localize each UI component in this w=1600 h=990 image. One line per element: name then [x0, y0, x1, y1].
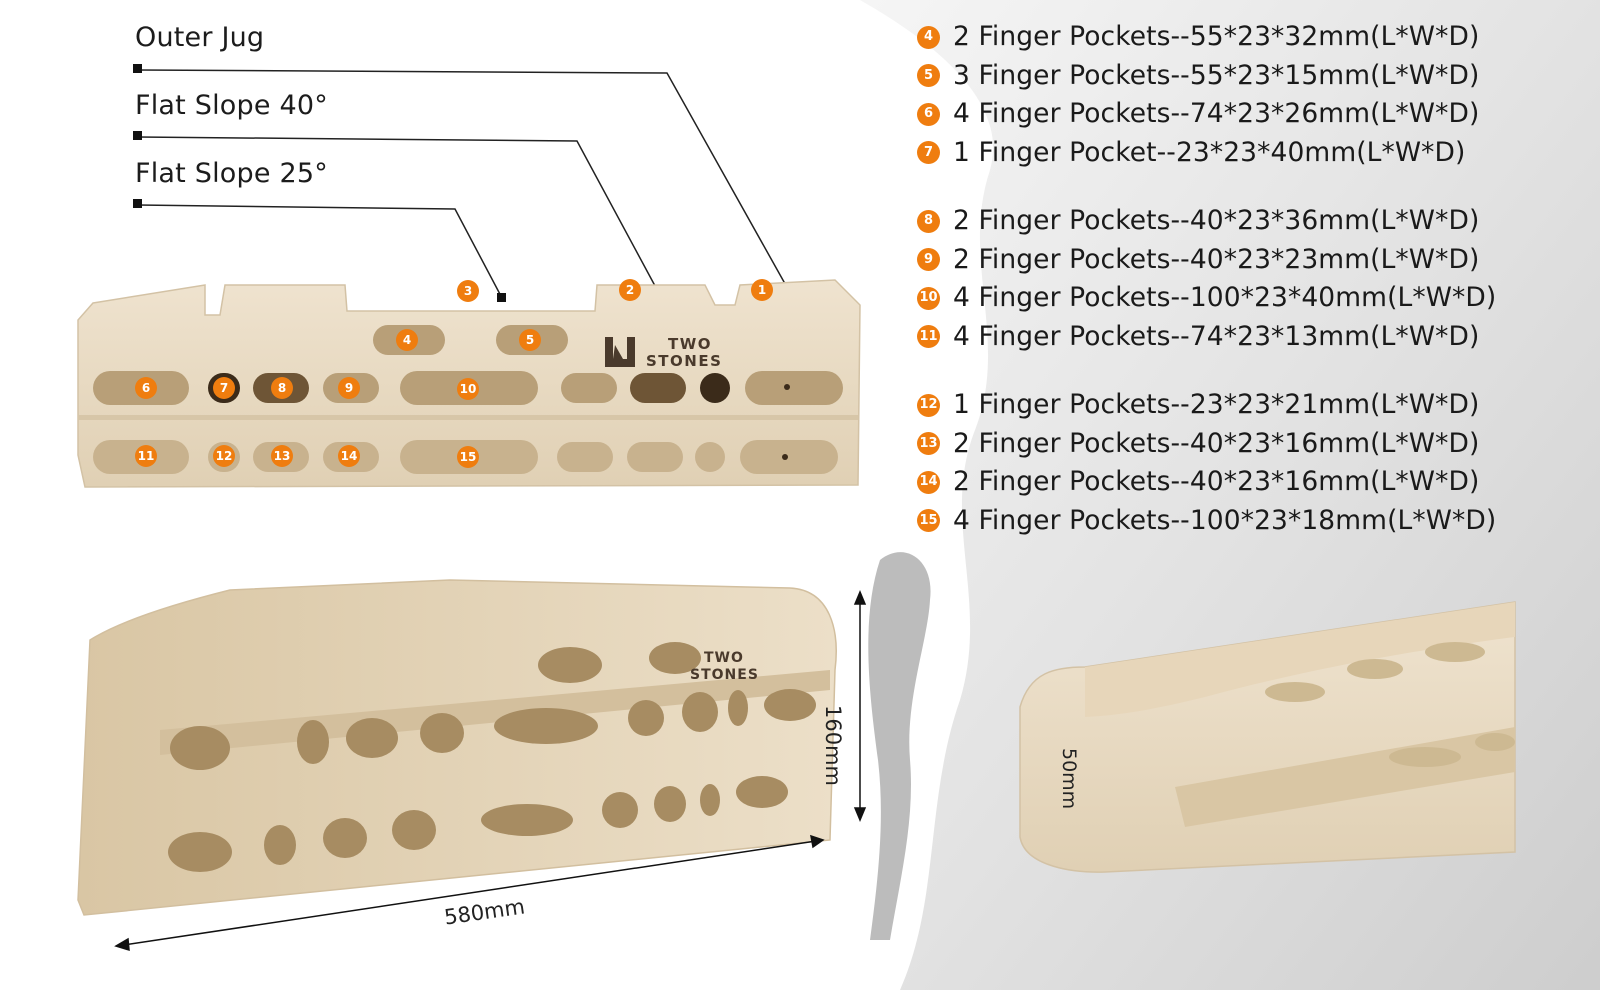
spec-number-badge: 6: [917, 102, 940, 126]
pocket-marker: 6: [135, 377, 157, 399]
dimension-height-label: 160mm: [821, 705, 845, 786]
spec-item: 11 4 Finger Pockets--74*23*13mm(L*W*D): [917, 318, 1597, 357]
spec-item: 6 4 Finger Pockets--74*23*26mm(L*W*D): [917, 95, 1597, 134]
pocket-marker: 9: [338, 377, 360, 399]
spec-item: 5 3 Finger Pockets--55*23*15mm(L*W*D): [917, 57, 1597, 96]
spec-item: 14 2 Finger Pockets--40*23*16mm(L*W*D): [917, 463, 1597, 502]
hangboard-side-view: [1019, 601, 1516, 873]
spec-text: 4 Finger Pockets--74*23*13mm(L*W*D): [953, 320, 1480, 352]
callout-outer-jug: Outer Jug: [135, 22, 265, 53]
pocket-marker: 2: [619, 279, 641, 301]
logo-text-angled: TWO STONES: [690, 650, 759, 684]
logo-line2: STONES: [646, 352, 723, 370]
spec-text: 2 Finger Pockets--40*23*23mm(L*W*D): [953, 243, 1480, 275]
spec-number-badge: 10: [917, 286, 940, 310]
spec-item: 10 4 Finger Pockets--100*23*40mm(L*W*D): [917, 279, 1597, 318]
spec-number-badge: 13: [917, 432, 940, 456]
dimension-depth-label: 50mm: [1058, 748, 1080, 810]
spec-number-badge: 5: [917, 64, 940, 88]
pocket-marker: 12: [213, 445, 235, 467]
hangboard-angled-view: [77, 579, 837, 916]
spec-number-badge: 12: [917, 393, 940, 417]
pocket-marker: 1: [751, 279, 773, 301]
spec-item: 4 2 Finger Pockets--55*23*32mm(L*W*D): [917, 18, 1597, 57]
pocket-marker: 11: [135, 445, 157, 467]
spec-text: 1 Finger Pockets--23*23*21mm(L*W*D): [953, 389, 1480, 420]
spec-item: 13 2 Finger Pockets--40*23*16mm(L*W*D): [917, 425, 1597, 464]
pocket-spec-list: 4 2 Finger Pockets--55*23*32mm(L*W*D) 5 3 F…: [917, 18, 1597, 540]
pocket-marker: 10: [457, 378, 479, 400]
spec-number-badge: 4: [917, 25, 940, 49]
spec-text: 4 Finger Pockets--74*23*26mm(L*W*D): [953, 98, 1480, 129]
spec-item: 7 1 Finger Pocket--23*23*40mm(L*W*D): [917, 134, 1597, 173]
callout-flat-slope-40: Flat Slope 40°: [135, 90, 328, 121]
logo-line1: TWO: [668, 335, 713, 353]
pocket-marker: 5: [519, 329, 541, 351]
spec-text: 4 Finger Pockets--100*23*40mm(L*W*D): [953, 282, 1497, 313]
pocket-marker: 4: [396, 329, 418, 351]
spec-number-badge: 8: [917, 209, 940, 233]
spec-text: 2 Finger Pockets--40*23*16mm(L*W*D): [953, 427, 1480, 459]
logo-line2-angled: STONES: [690, 667, 759, 683]
logo-text-front: TWO STONES: [646, 336, 722, 370]
spec-number-badge: 9: [917, 248, 940, 272]
spec-text: 4 Finger Pockets--100*23*18mm(L*W*D): [953, 504, 1497, 536]
pocket-marker: 3: [457, 280, 479, 302]
spec-text: 2 Finger Pockets--40*23*16mm(L*W*D): [953, 466, 1480, 497]
spec-number-badge: 15: [917, 509, 940, 533]
spec-item: 12 1 Finger Pockets--23*23*21mm(L*W*D): [917, 386, 1597, 425]
spec-text: 2 Finger Pockets--40*23*36mm(L*W*D): [953, 205, 1480, 236]
logo-line1-angled: TWO: [704, 650, 744, 666]
spec-item: 15 4 Finger Pockets--100*23*18mm(L*W*D): [917, 502, 1597, 541]
spec-item: 8 2 Finger Pockets--40*23*36mm(L*W*D): [917, 202, 1597, 241]
callout-flat-slope-25: Flat Slope 25°: [135, 158, 328, 189]
spec-item: 9 2 Finger Pockets--40*23*23mm(L*W*D): [917, 241, 1597, 280]
spec-text: 3 Finger Pockets--55*23*15mm(L*W*D): [953, 59, 1480, 91]
pocket-marker: 14: [338, 445, 360, 467]
spec-number-badge: 11: [917, 325, 940, 349]
spec-number-badge: 14: [917, 470, 940, 494]
pocket-marker: 15: [457, 446, 479, 468]
pocket-marker: 13: [271, 445, 293, 467]
spec-text: 1 Finger Pocket--23*23*40mm(L*W*D): [953, 136, 1466, 168]
spec-number-badge: 7: [917, 141, 940, 165]
pocket-marker: 8: [271, 377, 293, 399]
pocket-marker: 7: [213, 377, 235, 399]
spec-text: 2 Finger Pockets--55*23*32mm(L*W*D): [953, 21, 1480, 52]
